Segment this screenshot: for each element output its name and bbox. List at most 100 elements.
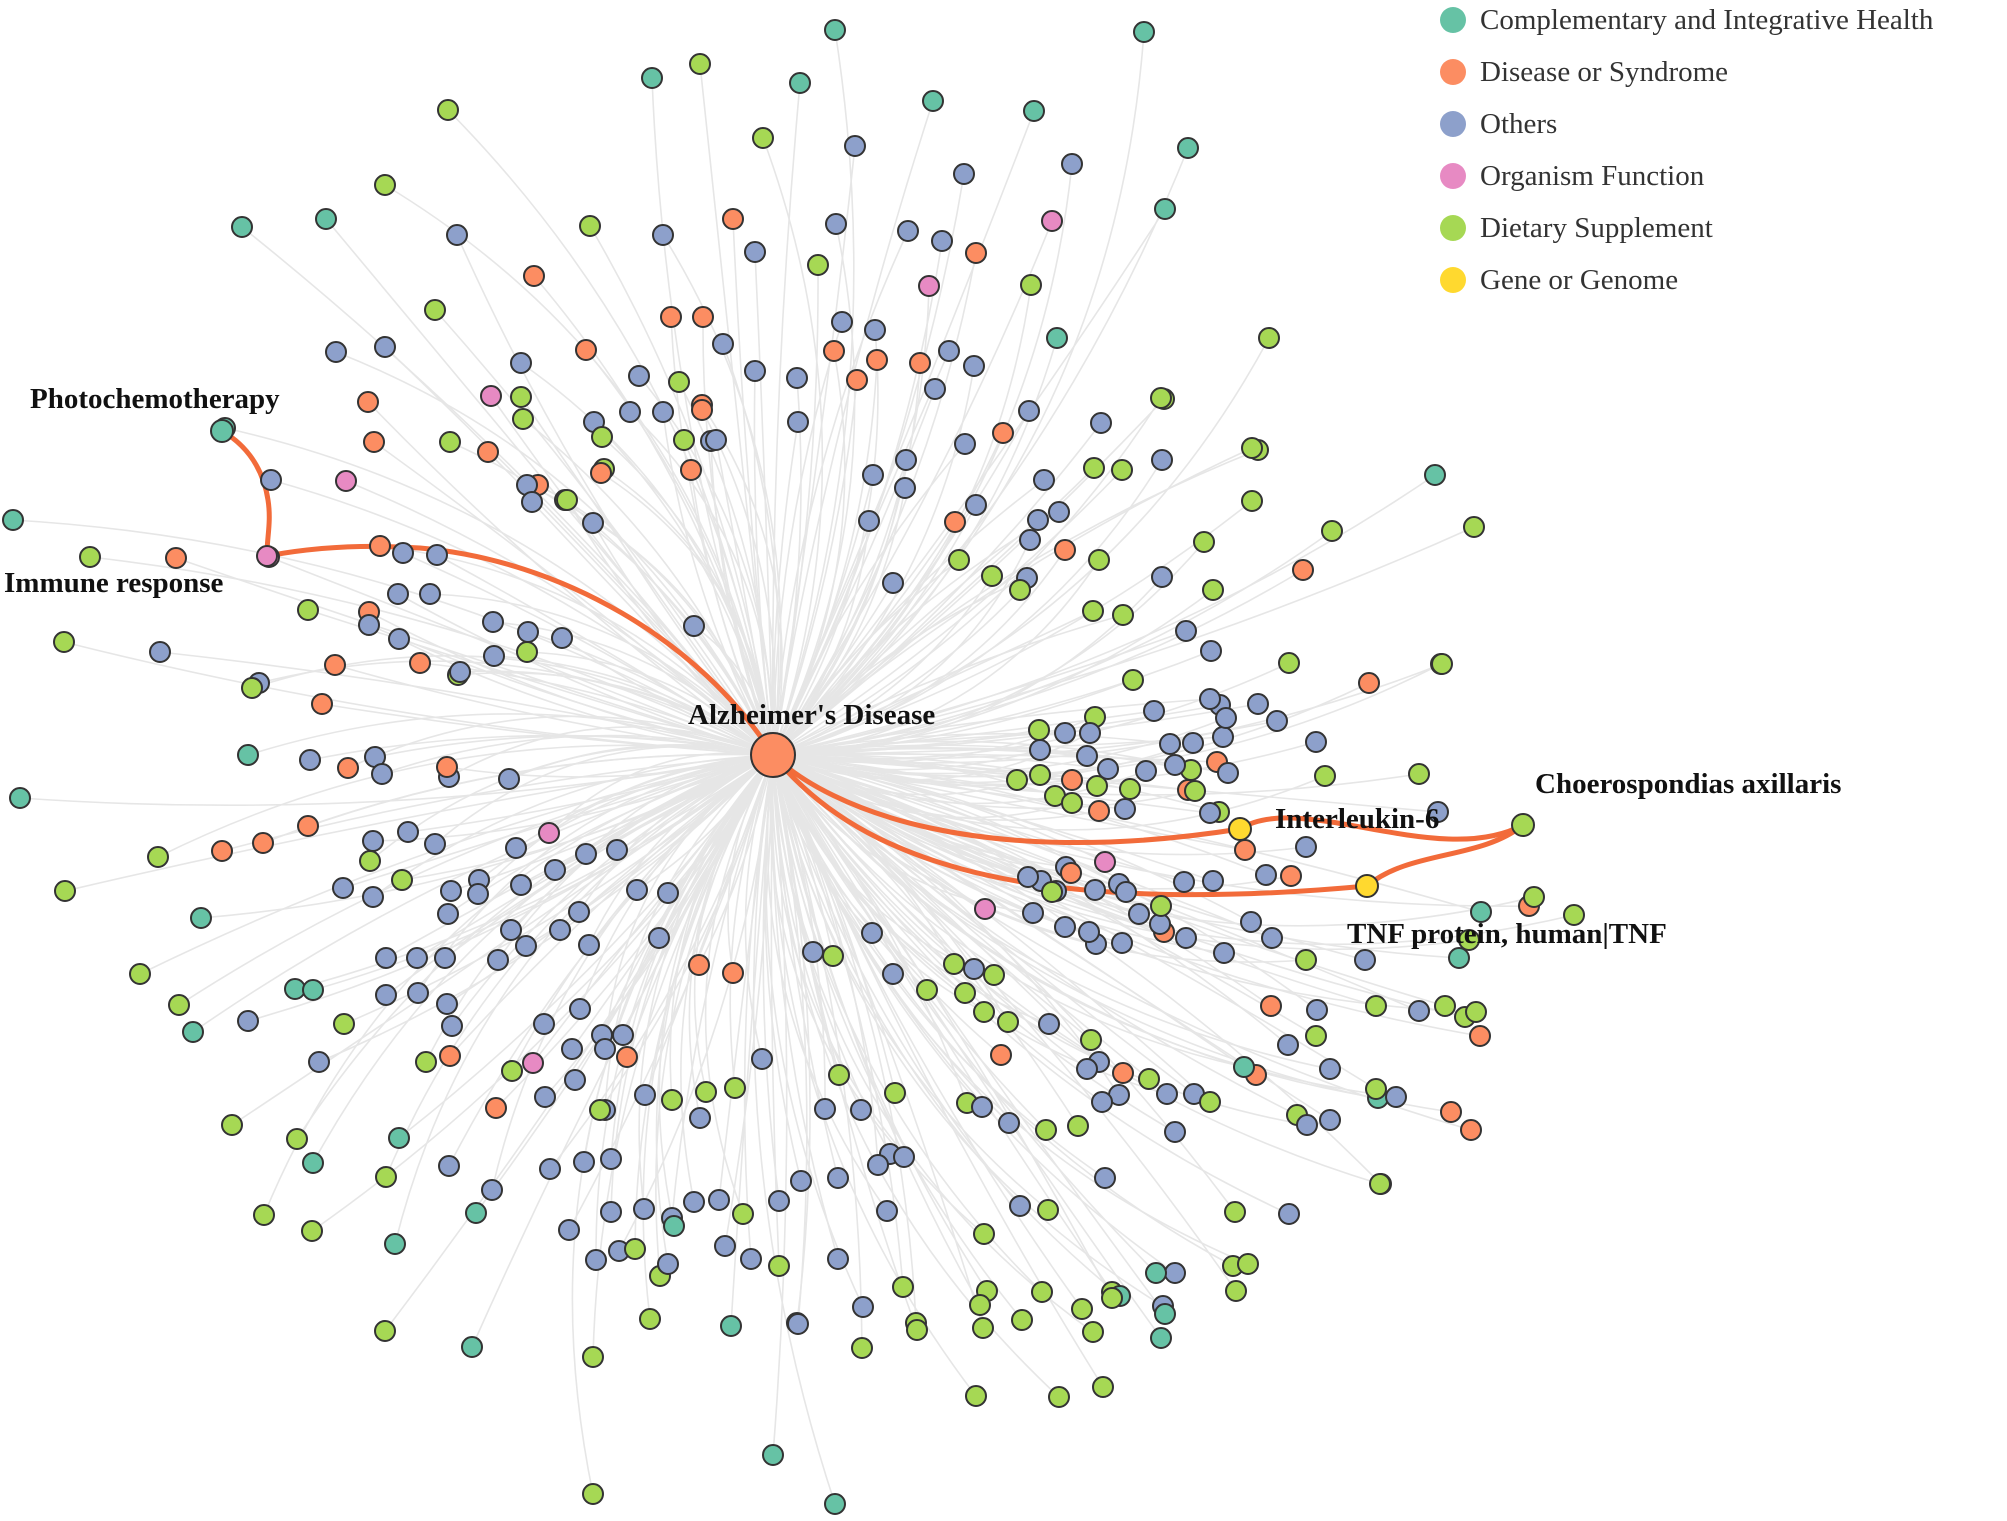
graph-edge <box>772 398 1165 756</box>
graph-node <box>325 341 347 363</box>
graph-node <box>895 449 917 471</box>
graph-node <box>882 963 904 985</box>
graph-node <box>722 962 744 984</box>
graph-edge <box>772 754 1482 913</box>
graph-edge <box>568 754 774 1231</box>
graph-edge <box>772 614 1124 756</box>
graph-edge <box>772 421 799 756</box>
label-choerospondias-axillaris: Choerospondias axillaris <box>1535 768 1841 800</box>
graph-node <box>1258 327 1280 349</box>
graph-node <box>53 631 75 653</box>
graph-edge <box>638 754 774 1210</box>
graph-edge <box>658 754 774 1227</box>
graph-node <box>165 547 187 569</box>
graph-node <box>1020 274 1042 296</box>
graph-edge <box>772 754 1211 1103</box>
graph-node <box>371 763 393 785</box>
legend-label-gene: Gene or Genome <box>1480 263 1679 296</box>
graph-node <box>600 1201 622 1223</box>
graph-node <box>846 369 868 391</box>
graph-edge <box>762 137 824 756</box>
graph-node <box>585 1249 607 1271</box>
graph-node <box>1431 653 1453 675</box>
graph-node <box>862 464 884 486</box>
graph-node <box>668 371 690 393</box>
graph-node <box>297 599 319 621</box>
graph-edge <box>772 754 1466 1018</box>
graph-node <box>861 922 883 944</box>
graph-node <box>308 1051 330 1073</box>
node-tnf-protein <box>1355 874 1379 898</box>
graph-node <box>909 352 931 374</box>
graph-edge <box>772 539 1031 756</box>
legend-item-others: Others <box>1440 104 1557 144</box>
graph-node <box>500 919 522 941</box>
graph-node <box>301 1220 323 1242</box>
graph-node <box>1071 1298 1093 1320</box>
graph-node <box>1094 1167 1116 1189</box>
graph-node <box>1175 620 1197 642</box>
graph-edge <box>296 754 774 1140</box>
graph-node <box>673 429 695 451</box>
graph-node <box>683 615 705 637</box>
graph-node <box>190 907 212 929</box>
graph-node <box>1458 929 1480 951</box>
graph-node <box>1261 927 1283 949</box>
nodes-layer <box>2 19 1585 1515</box>
graph-node <box>948 549 970 571</box>
graph-edge <box>772 754 1397 1098</box>
graph-node <box>695 1081 717 1103</box>
graph-node <box>612 1024 634 1046</box>
graph-node <box>575 339 597 361</box>
graph-node <box>237 744 259 766</box>
graph-node <box>1365 995 1387 1017</box>
graph-node <box>561 1038 583 1060</box>
graph-edge <box>772 754 1113 1299</box>
graph-edge <box>772 559 960 756</box>
graph-node <box>1022 902 1044 924</box>
graph-node <box>1060 862 1082 884</box>
graph-node <box>724 1077 746 1099</box>
graph-node <box>1079 722 1101 744</box>
graph-node <box>1111 459 1133 481</box>
graph-node <box>337 757 359 779</box>
graph-node <box>1225 1280 1247 1302</box>
graph-node <box>1067 1115 1089 1137</box>
graph-node <box>922 90 944 112</box>
graph-node <box>1563 904 1585 926</box>
graph-node <box>705 429 727 451</box>
graph-node <box>582 1346 604 1368</box>
label-photochemotherapy: Photochemotherapy <box>30 383 280 415</box>
graph-edge <box>64 754 774 892</box>
graph-edge <box>772 511 1060 756</box>
graph-node <box>1037 1199 1059 1221</box>
graph-node <box>363 431 385 453</box>
graph-node <box>54 880 76 902</box>
graph-edge <box>448 726 774 778</box>
graph-node <box>1306 999 1328 1021</box>
graph-node <box>661 1089 683 1111</box>
graph-node <box>1434 995 1456 1017</box>
graph-edge <box>772 754 918 1331</box>
graph-node <box>714 1235 736 1257</box>
graph-node <box>1017 866 1039 888</box>
graph-node <box>1143 700 1165 722</box>
highlight-edge <box>264 543 776 758</box>
graph-node <box>335 470 357 492</box>
graph-node <box>1135 760 1157 782</box>
highlight-edge <box>770 752 1243 846</box>
graph-node <box>1011 1309 1033 1331</box>
graph-edge <box>772 754 984 1329</box>
graph-edge <box>772 173 965 756</box>
graph-node <box>1048 1386 1070 1408</box>
graph-node <box>1234 839 1256 861</box>
graph-node <box>1241 490 1263 512</box>
graph-node <box>787 411 809 433</box>
graph-node <box>963 958 985 980</box>
graph-node <box>424 833 446 855</box>
graph-node <box>539 1158 561 1180</box>
graph-node <box>639 1308 661 1330</box>
graph-node <box>1035 1119 1057 1141</box>
label-tnf-protein: TNF protein, human|TNF <box>1347 918 1667 950</box>
graph-node <box>374 1320 396 1342</box>
